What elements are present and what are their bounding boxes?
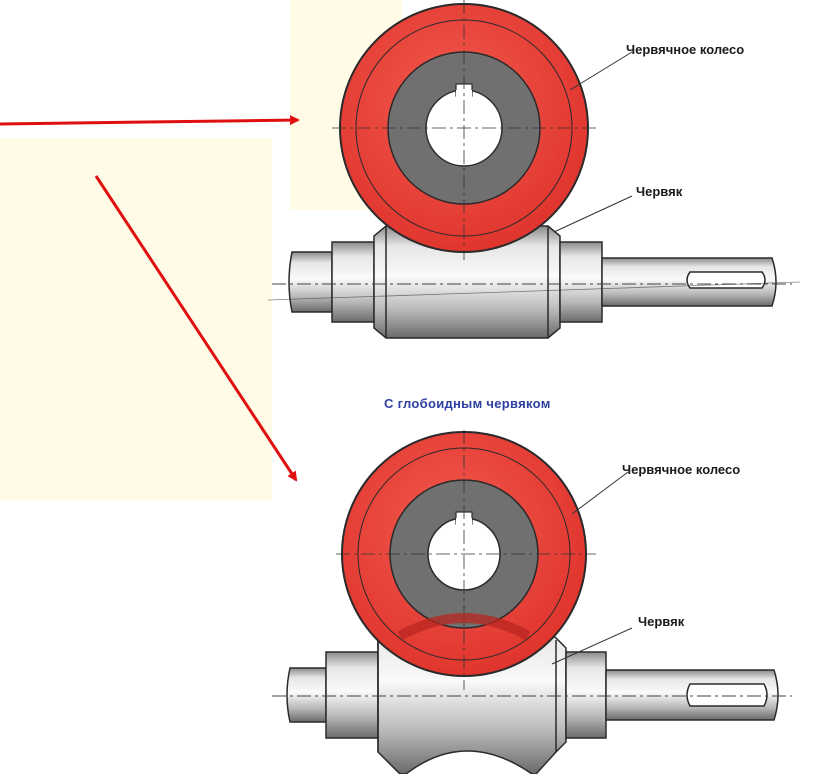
leader-wheel-top: [569, 51, 633, 91]
worm-shaft-top: [288, 225, 777, 339]
worm-label-top: Червяк: [636, 184, 683, 199]
leader-wheel-bottom: [571, 471, 629, 515]
panel-left: [0, 138, 272, 500]
figure-top: [267, 0, 801, 339]
leader-worm-top: [553, 195, 633, 233]
wheel-label-bottom: Червячное колесо: [622, 462, 741, 477]
wheel-label-top: Червячное колесо: [626, 42, 745, 57]
arrow-right-icon: [0, 115, 300, 126]
leader-worm-bottom: [551, 627, 633, 665]
worm-wheel-bottom: [336, 430, 596, 690]
caption-globoid: С глобоидным червяком: [384, 396, 551, 411]
worm-wheel-top: [332, 0, 596, 260]
worm-label-bottom: Червяк: [638, 614, 685, 629]
figure-bottom: [272, 430, 792, 775]
arrow-down-right-icon: [94, 175, 298, 482]
